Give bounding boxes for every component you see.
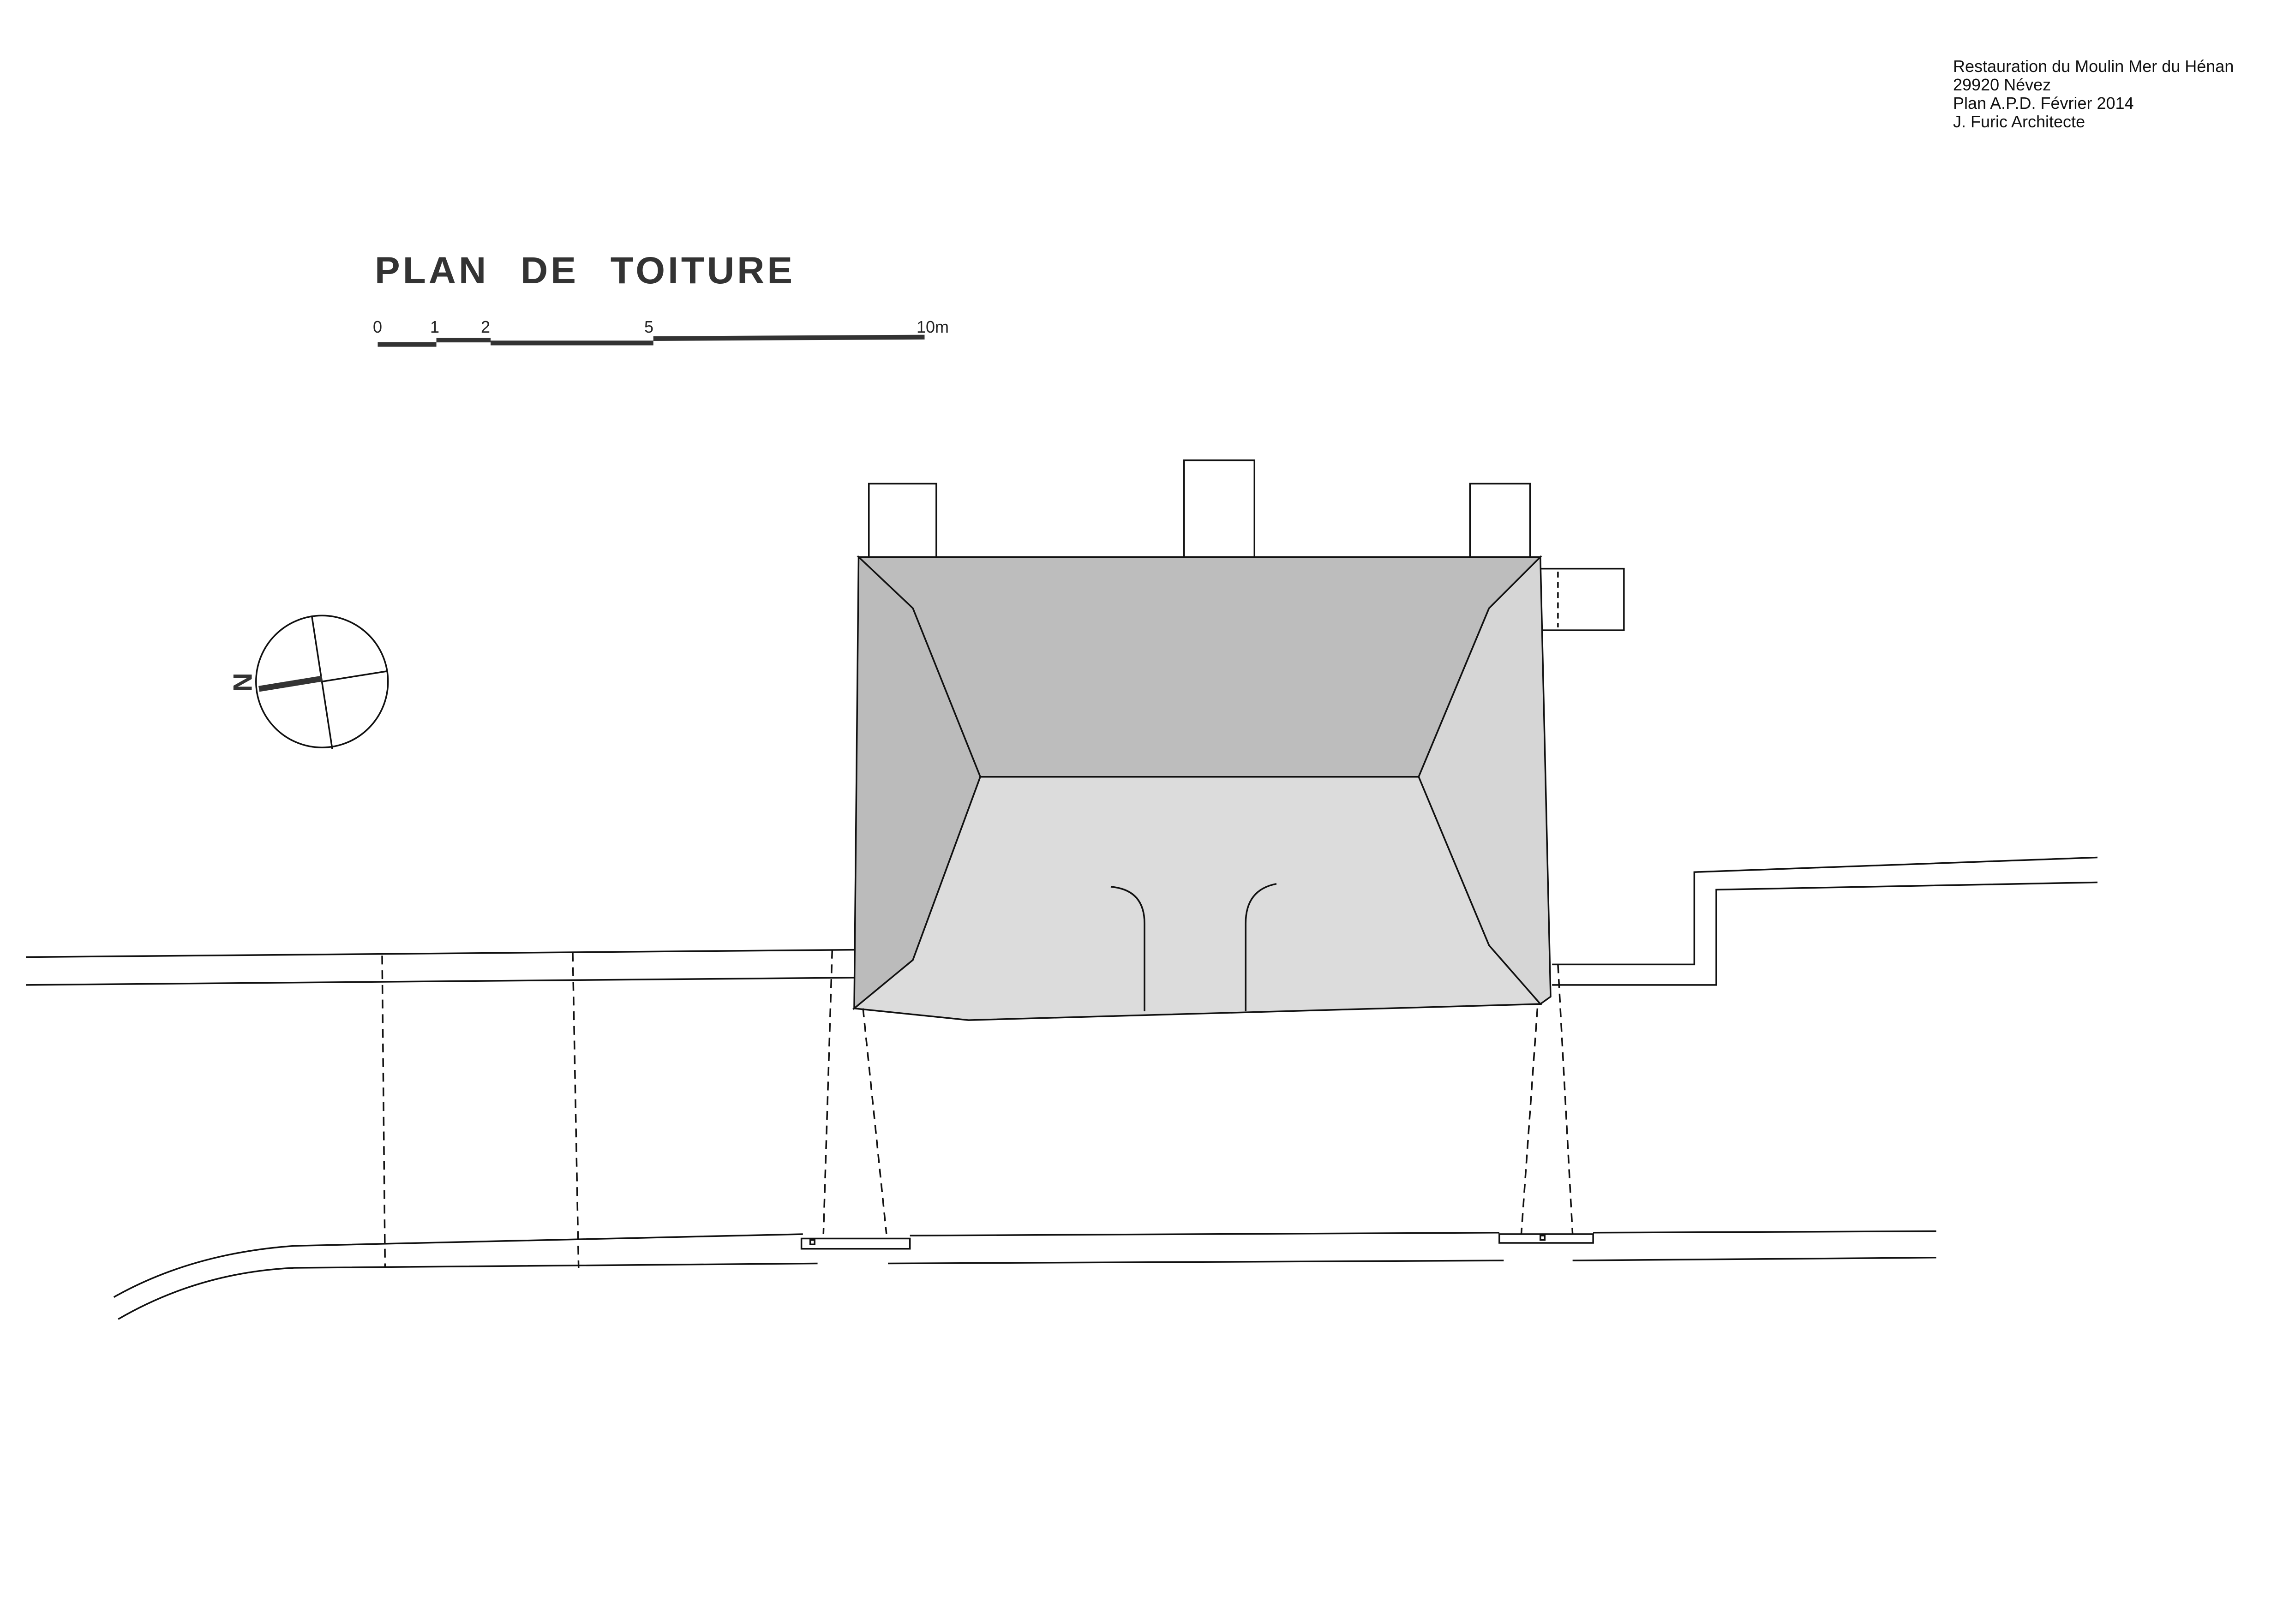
north-label: N bbox=[228, 673, 258, 692]
title-line-plan: Plan A.P.D. Février 2014 bbox=[1953, 94, 2134, 113]
title-line-project: Restauration du Moulin Mer du Hénan bbox=[1953, 57, 2234, 76]
scale-label-5: 5 bbox=[644, 317, 654, 336]
bottom-road bbox=[113, 1230, 1936, 1320]
plan-title: PLAN DE TOITURE bbox=[375, 250, 796, 292]
right-path bbox=[1552, 856, 2098, 986]
title-line-architect: J. Furic Architecte bbox=[1953, 112, 2085, 131]
scale-label-0: 0 bbox=[373, 317, 383, 336]
scale-label-10m: 10m bbox=[917, 317, 949, 336]
scale-bar bbox=[378, 334, 925, 347]
north-arrow-icon: N bbox=[228, 615, 389, 749]
scale-label-2: 2 bbox=[481, 317, 491, 336]
left-path bbox=[26, 949, 1574, 1268]
roof bbox=[852, 555, 1552, 1021]
title-line-address: 29920 Névez bbox=[1953, 75, 2051, 94]
scale-label-1: 1 bbox=[430, 317, 440, 336]
title-block: Restauration du Moulin Mer du Hénan 2992… bbox=[1953, 57, 2234, 131]
